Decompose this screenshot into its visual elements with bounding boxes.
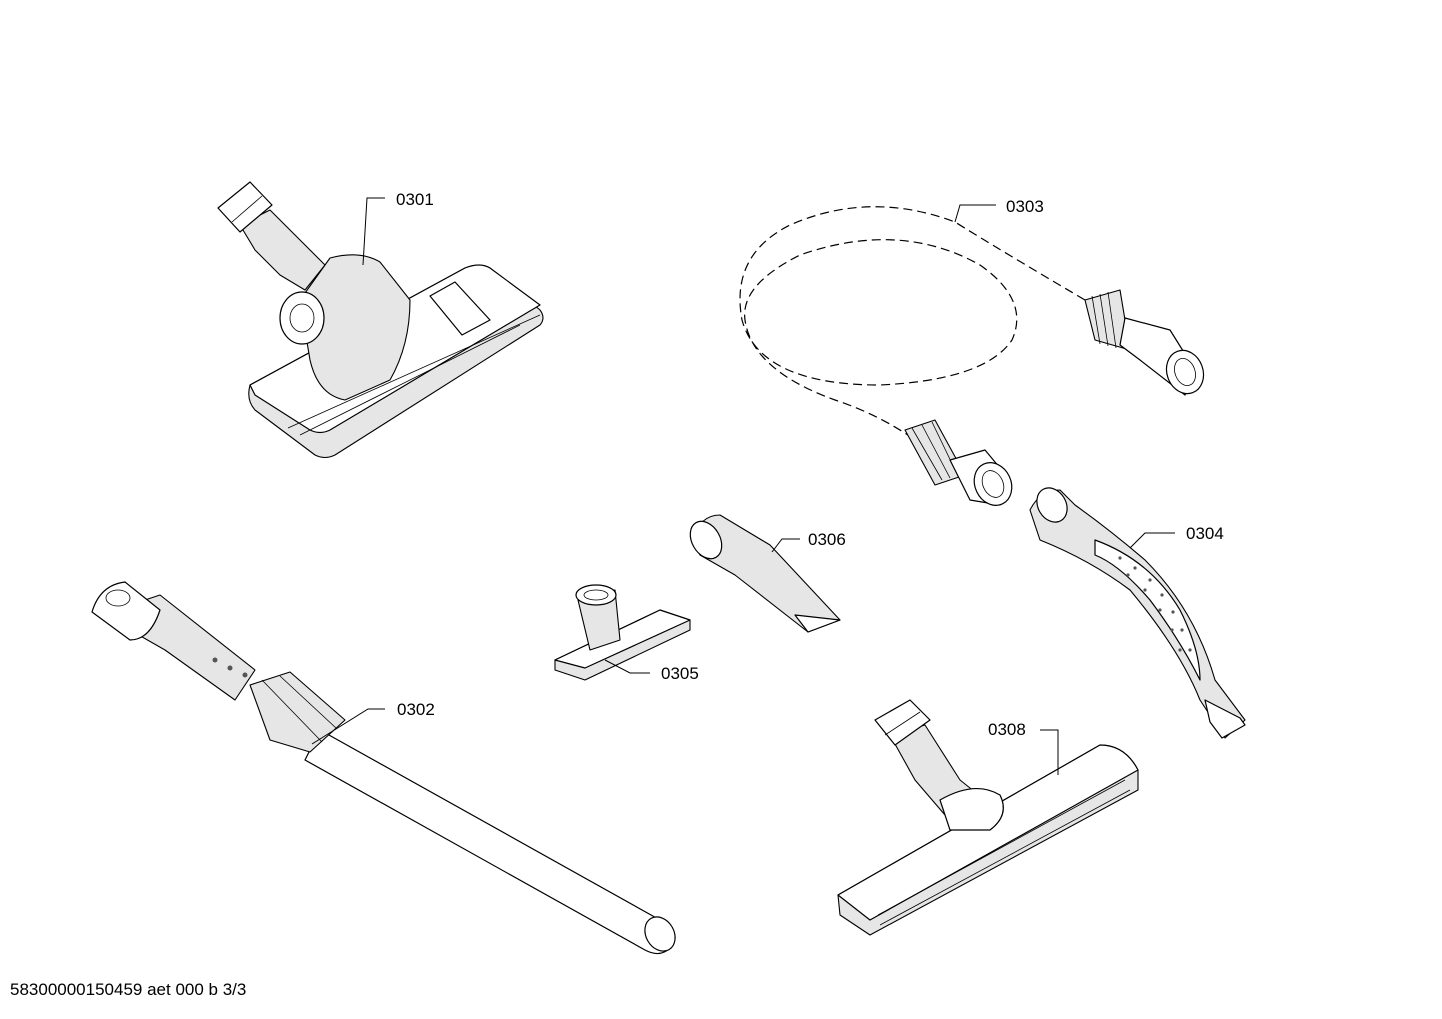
part-label-0301: 0301 [396, 190, 434, 209]
part-label-0303: 0303 [1006, 197, 1044, 216]
part-label-0308: 0308 [988, 720, 1026, 739]
leader-line-0301 [362, 197, 385, 266]
suction-hose-part [739, 206, 1205, 506]
part-label-0302: 0302 [397, 700, 435, 719]
leader-line-0305 [604, 659, 650, 674]
leader-line-0304 [1129, 532, 1175, 549]
part-label-0306: 0306 [808, 530, 846, 549]
upholstery-nozzle-part [554, 584, 691, 681]
telescopic-tube-part [91, 581, 676, 955]
document-id: 58300000150459 aet 000 b 3/3 [10, 980, 247, 999]
part-label-0304: 0304 [1186, 524, 1224, 543]
leader-line-0302 [311, 708, 385, 745]
floor-nozzle-part [217, 181, 544, 459]
crevice-nozzle-part [689, 514, 841, 633]
parquet-nozzle-part [837, 699, 1139, 936]
hose-handle-part [1029, 487, 1246, 739]
leader-line-0303 [954, 204, 996, 223]
part-label-0305: 0305 [661, 664, 699, 683]
leader-line-0306 [771, 538, 800, 553]
leader-line-0308 [1040, 729, 1059, 775]
